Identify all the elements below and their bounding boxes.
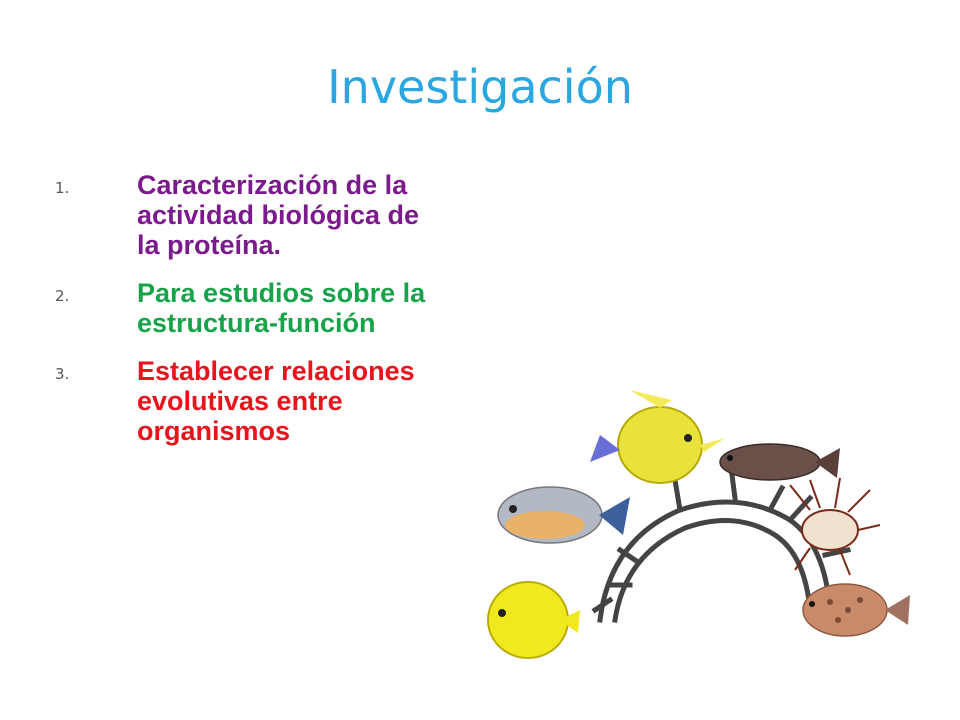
yellow-fish-top-icon (590, 390, 725, 484)
list-text-protein-activity: Caracterización de la actividad biológic… (137, 170, 420, 260)
list-number: 3. (55, 365, 70, 383)
list-item: 1. Caracterización de la actividad bioló… (55, 170, 435, 260)
yellow-fish-bottom-icon (487, 581, 580, 659)
tree-branches (591, 472, 851, 623)
gray-tang-fish-icon (497, 486, 630, 544)
spotted-puffer-fish-icon (802, 583, 910, 637)
list-text-evolutionary-relations: Establecer relaciones evolutivas entre o… (137, 356, 415, 446)
list-item: 2. Para estudios sobre la estructura-fun… (55, 278, 435, 338)
slide-title: Investigación (327, 60, 633, 114)
fish-phylogeny-illustration (487, 390, 910, 659)
list-number: 2. (55, 287, 70, 305)
list-text-structure-function: Para estudios sobre la estructura-funció… (137, 278, 426, 338)
numbered-list: 1. Caracterización de la actividad bioló… (55, 170, 435, 464)
list-item: 3. Establecer relaciones evolutivas entr… (55, 356, 435, 446)
brown-fish-icon (719, 443, 840, 481)
lionfish-icon (789, 477, 881, 576)
list-number: 1. (55, 179, 70, 197)
